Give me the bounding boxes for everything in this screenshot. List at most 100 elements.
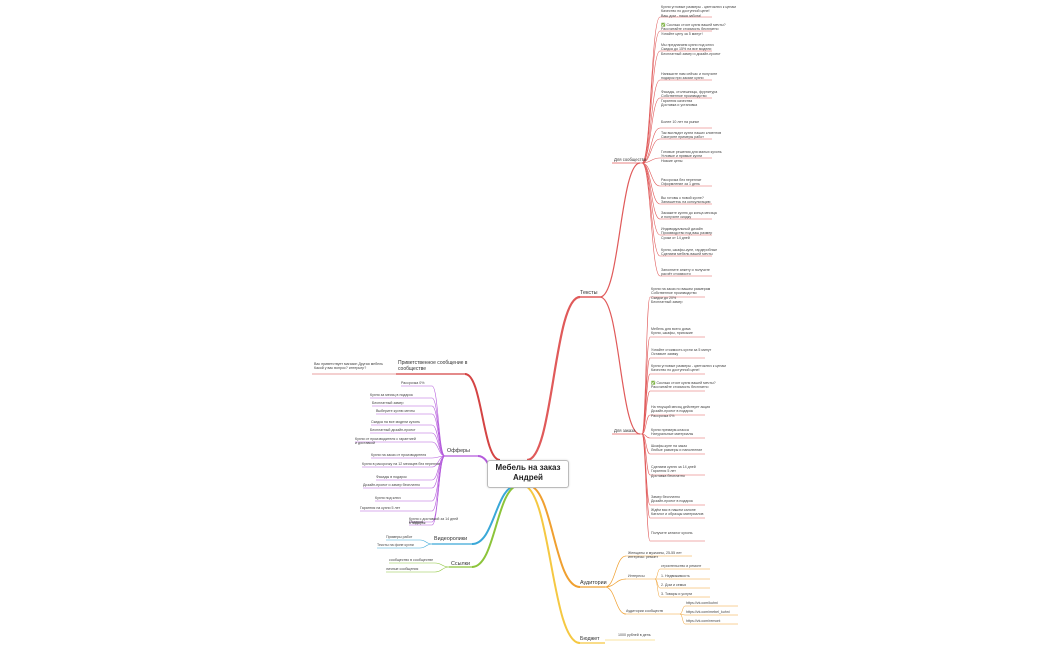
community-text-item: Напишите нам сейчас и получите подарок п… (661, 72, 718, 81)
connector (604, 586, 627, 615)
connector-lines (312, 16, 738, 644)
offer-item: Кухня за месяц в подарок (370, 393, 413, 397)
edge-offer-leaf (431, 441, 446, 457)
community-text-item: Мы предлагаем кухни под ключ Скидка до 1… (661, 43, 721, 56)
edge-offer-leaf (431, 397, 446, 457)
offer-item: Подарок (409, 520, 424, 524)
offer-item: Скидка на все модели кухонь (371, 420, 421, 424)
branch-audience[interactable]: Аудитории (580, 580, 607, 586)
audience-group-link[interactable]: https://vk.com/kuhni (686, 601, 718, 605)
branch-links[interactable]: Ссылки (451, 561, 470, 567)
branch-greeting[interactable]: Приветственное сообщение в сообществе (398, 360, 468, 372)
offer-item: Кухня с доставкой за 14 дней в подарок (409, 517, 459, 526)
community-text-item: Кухни угловые размеры - цветоключ к цена… (661, 5, 736, 18)
offer-item: Бесплатный дизайн-проект (370, 428, 416, 432)
branch-videos[interactable]: Видеоролики (434, 536, 468, 542)
edge-community-leaf (641, 127, 661, 164)
connector (434, 562, 450, 568)
edge-community-leaf (641, 162, 661, 277)
offer-item: Кухня под ключ (375, 496, 401, 500)
video-item[interactable]: Тексты на фоне кухни (377, 543, 414, 547)
audience-interest-item: 3. Товары и услуги (661, 592, 693, 596)
audience-group-link[interactable]: https://vk.com/remont (686, 619, 721, 623)
edge-ads-leaf (641, 433, 651, 542)
ads-text-item: Сделаем кухню за 14 дней Гарантия 5 лет … (651, 465, 696, 478)
edge-offer-leaf (431, 455, 446, 526)
ads-text-item: Кухни угловые размеры - цветоключ к цена… (651, 364, 726, 373)
ads-text-item: Мебель для всего дома Кухни, шкафы, прих… (651, 327, 693, 336)
audience-interest-item: 1. Недвижимость (661, 574, 690, 578)
community-text-item: Более 10 лет на рынке (661, 120, 700, 124)
edge-audience (526, 484, 581, 588)
ads-text-item: Получите каталог кухонь (651, 531, 693, 535)
ads-text-item: Шкафы-купе на заказ Любые размеры и напо… (651, 444, 703, 453)
link-item[interactable]: сообщество в сообществе (389, 558, 434, 562)
edge-community-leaf (641, 30, 661, 164)
edge-ads-leaf (641, 414, 651, 435)
edge-community-leaf (641, 162, 661, 236)
link-item[interactable]: личные сообщения (386, 567, 419, 571)
ads-text-item: Кухни на заказ по вашим размерам Собстве… (651, 287, 711, 304)
offer-item: Гарантия на кухни 5 лет (360, 506, 401, 510)
edge-ads-leaf (641, 433, 651, 519)
edge-ads-leaf (641, 336, 651, 435)
audience-interests-label[interactable]: Интересы (628, 574, 645, 578)
community-text-item: Рассрочка без переплат Оформление за 1 д… (661, 178, 702, 187)
audience-interest-item: 2. Дом и семья (661, 583, 687, 587)
audience-group-link[interactable]: https://vk.com/mebel_kuhni (686, 610, 730, 614)
connector (419, 543, 433, 549)
connector (604, 578, 627, 588)
ads-text-item: Замер бесплатно Дизайн-проект в подарок (651, 495, 693, 504)
connector (679, 605, 686, 615)
edge-community-leaf (641, 79, 661, 164)
edge-ads-leaf (641, 390, 651, 435)
edge-texts (526, 295, 581, 462)
edge-links (471, 484, 521, 568)
branch-texts[interactable]: Тексты (580, 290, 598, 296)
audience-interest-item: строительство и ремонт (661, 564, 702, 568)
ads-text-item: На текущий месяц действует акция Дизайн-… (651, 405, 711, 418)
community-text-item: Заполните анкету и получите расчёт стоим… (661, 268, 710, 277)
offer-item: Кухни от производителя с гарантией и дос… (355, 437, 416, 446)
offer-item: Выберите кухню мечты (376, 409, 415, 413)
community-text-item: Кухни, шкафы-купе, гардеробные Сделаем м… (661, 248, 718, 257)
ads-text-item: Узнайте стоимость кухни за 5 минут Остав… (651, 348, 712, 357)
connector (604, 555, 627, 588)
edge-community-leaf (641, 16, 661, 164)
community-text-item: Индивидуальный дизайн Производство под в… (661, 227, 713, 240)
branch-budget[interactable]: Бюджет (580, 636, 600, 642)
offer-item: Фасады в подарок (376, 475, 407, 479)
community-text-item: Так выглядят кухни наших клиентов Смотри… (661, 131, 722, 140)
edge-community-leaf (641, 157, 661, 164)
greeting-text: Вас приветствует магазин Другая мебель К… (314, 362, 384, 371)
audience-groups-label[interactable]: Аудитории сообществ (626, 609, 663, 613)
edge-budget (521, 484, 581, 644)
offer-item: Рассрочка 0% (401, 381, 425, 385)
community-text-item: Готовые решения для малых кухонь Угловые… (661, 150, 722, 163)
branch-texts-community[interactable]: Для сообщества (614, 157, 647, 162)
connector (654, 578, 661, 598)
edge-community-leaf (641, 97, 661, 164)
ads-text-item: ✅ Сколько стоит кухня вашей мечты? Рассч… (651, 381, 716, 390)
offer-item: Кухня в рассрочку на 12 месяцев без пере… (362, 462, 441, 466)
edge-greeting (464, 373, 501, 461)
edge-community-leaf (641, 138, 661, 164)
offer-item: Дизайн-проект и замер бесплатно (363, 483, 420, 487)
root-node[interactable]: Мебель на заказ Андрей (487, 460, 569, 488)
edge-community-leaf (641, 162, 661, 257)
video-item[interactable]: Примеры работ (386, 535, 413, 539)
edge-community-leaf (641, 50, 661, 164)
community-text-item: Закажите кухню до конца месяца и получит… (661, 211, 717, 220)
edge-texts-community (599, 162, 641, 298)
budget-value: 1000 рублей в день (618, 633, 651, 637)
branch-texts-ads[interactable]: Для заказа (614, 428, 636, 433)
community-text-item: ✅ Сколько стоит кухня вашей мечты? Рассч… (661, 23, 726, 36)
connector (654, 568, 661, 580)
edge-videos (471, 484, 519, 545)
branch-offers[interactable]: Офферы (447, 448, 470, 454)
ads-text-item: Кухни премиум-класса Натуральные материа… (651, 428, 694, 437)
community-text-item: Вы готовы к новой кухне? Запишитесь на к… (661, 196, 711, 205)
connector (419, 539, 433, 545)
audience-intro: Женщины и мужчины, 25-55 лет интересы: р… (628, 551, 682, 560)
